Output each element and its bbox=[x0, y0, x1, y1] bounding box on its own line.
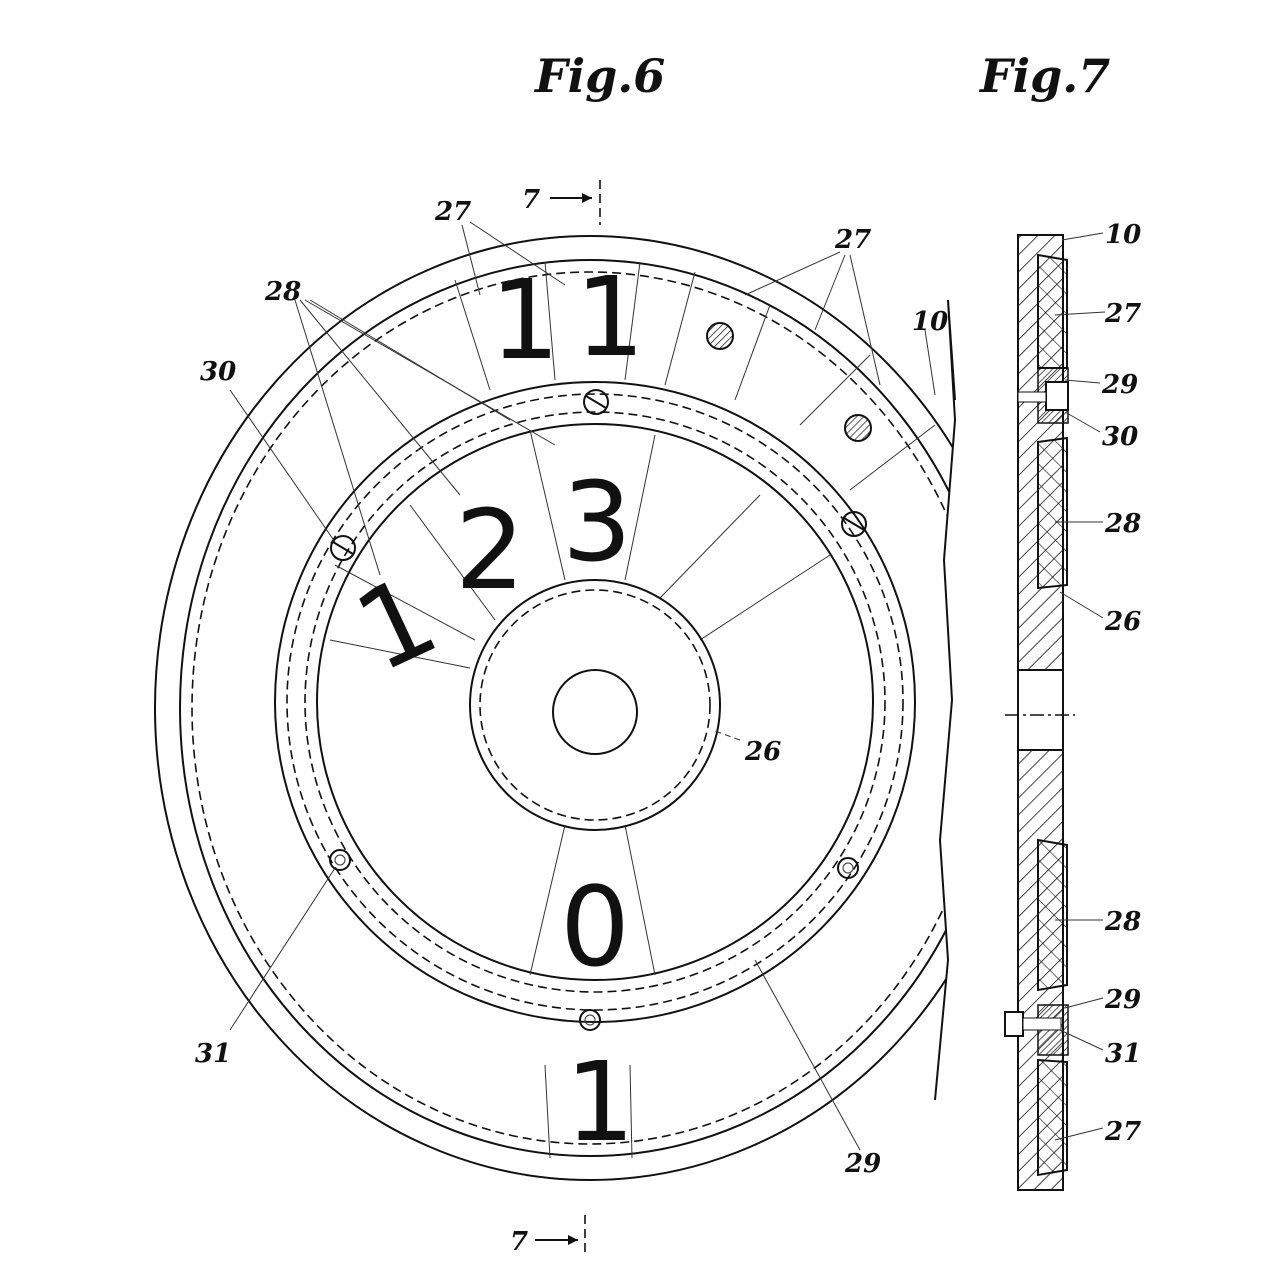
outer-segment-hole bbox=[844, 414, 872, 442]
fig7-part-28-bottom bbox=[1037, 838, 1068, 992]
fig6-disc bbox=[154, 235, 955, 1181]
digit-outer-top-b: 1 bbox=[575, 253, 645, 381]
digit-outer-bottom: 1 bbox=[565, 1038, 635, 1166]
digit-2: 2 bbox=[455, 486, 525, 614]
fig7-label: 30 bbox=[1102, 422, 1138, 452]
center-hole bbox=[552, 669, 638, 755]
ring-29-dash-inner bbox=[304, 411, 886, 993]
fig7-label: 31 bbox=[1105, 1039, 1141, 1069]
fig7-label: 26 bbox=[1104, 607, 1141, 637]
break-line bbox=[934, 299, 957, 1101]
section-label-bottom: 7 bbox=[510, 1227, 528, 1257]
fig7-label: 28 bbox=[1104, 907, 1141, 937]
fig7-part-27-bottom bbox=[1037, 1058, 1068, 1177]
fig7-section bbox=[1004, 234, 1075, 1191]
inner-segments-28 bbox=[329, 429, 831, 976]
fig7-label: 27 bbox=[1104, 299, 1141, 329]
label-28: 28 bbox=[264, 277, 301, 307]
label-26: 26 bbox=[744, 737, 781, 767]
section-label-top: 7 bbox=[522, 185, 540, 215]
label-30: 30 bbox=[200, 357, 236, 387]
ring-29-dash bbox=[286, 393, 904, 1011]
fig7-title: Fig.7 bbox=[978, 49, 1110, 103]
digit-1: 1 bbox=[338, 551, 456, 697]
hub-dash bbox=[479, 589, 711, 821]
digit-3: 3 bbox=[562, 458, 632, 586]
digit-outer-top-a: 1 bbox=[490, 256, 560, 384]
label-27-left: 27 bbox=[434, 197, 471, 227]
fig7-label: 29 bbox=[1104, 985, 1141, 1015]
fig7-label: 28 bbox=[1104, 509, 1141, 539]
fig7-label: 27 bbox=[1104, 1117, 1141, 1147]
outer-disc-inner-edge bbox=[179, 259, 955, 1157]
outer-segment-hole bbox=[706, 322, 734, 350]
fig6-title: Fig.6 bbox=[533, 49, 665, 103]
outer-disc-edge bbox=[154, 235, 955, 1181]
digit-0: 0 bbox=[560, 863, 630, 991]
label-31: 31 bbox=[195, 1039, 231, 1069]
label-10: 10 bbox=[912, 307, 948, 337]
holes-31 bbox=[329, 849, 859, 1031]
leader-lines-fig6 bbox=[229, 221, 936, 1151]
fig7-part-28-top bbox=[1037, 436, 1068, 590]
label-27-right: 27 bbox=[834, 225, 871, 255]
screws-30 bbox=[330, 389, 867, 561]
leader-lines-fig7 bbox=[1054, 232, 1106, 1141]
fig7-screw-30 bbox=[1045, 381, 1069, 411]
fig7-screw-31 bbox=[1004, 1011, 1024, 1037]
fig7-label: 29 bbox=[1101, 370, 1138, 400]
fig7-label: 10 bbox=[1105, 220, 1141, 250]
hub-26 bbox=[469, 579, 721, 831]
fig7-part-27-top bbox=[1037, 253, 1068, 369]
fig7-labels: 10 27 29 30 28 26 28 29 31 27 bbox=[1101, 220, 1141, 1147]
outer-segments-27 bbox=[454, 261, 936, 1159]
label-29: 29 bbox=[844, 1149, 881, 1179]
outer-dashed-edge bbox=[191, 271, 955, 1145]
ring-29-inner bbox=[316, 423, 874, 981]
